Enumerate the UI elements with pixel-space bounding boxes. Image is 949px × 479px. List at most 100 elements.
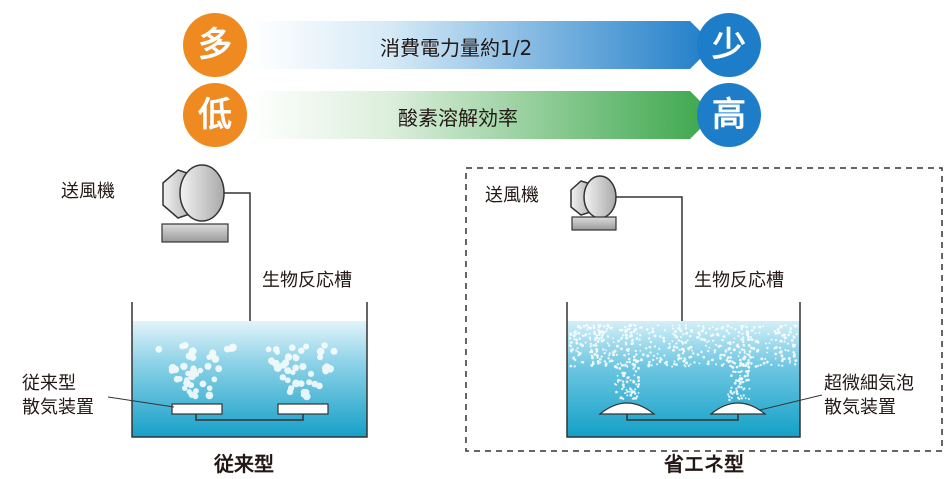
fine-bubble [747, 369, 751, 373]
oxygen-efficiency-label: 酸素溶解効率 [398, 106, 518, 130]
fine-bubble [658, 360, 662, 364]
fine-bubble [683, 349, 686, 352]
fine-bubble [731, 392, 734, 395]
bubble [269, 359, 275, 365]
fine-bubble [627, 357, 631, 361]
conventional-system [107, 164, 368, 438]
fine-bubble [696, 353, 700, 356]
fine-bubble [620, 328, 624, 332]
fine-bubble [589, 338, 592, 341]
fine-bubble [719, 354, 721, 357]
fine-bubble [616, 380, 619, 383]
fine-bubble [781, 357, 785, 361]
fine-bubble [698, 336, 701, 339]
bubble [290, 369, 296, 375]
fine-bubble [754, 332, 757, 334]
fine-bubble [737, 335, 740, 338]
fine-bubble [739, 374, 742, 377]
fine-bubble [647, 363, 651, 367]
fine-bubble [737, 379, 741, 383]
fine-bubble [672, 332, 675, 335]
conventional-blower-label: 送風機 [61, 181, 115, 202]
fine-bubble [766, 346, 769, 350]
fine-bubble [730, 374, 733, 377]
fine-bubble [684, 341, 688, 344]
fine-bubble [635, 359, 638, 362]
fine-bubble [779, 325, 782, 329]
fine-bubble [679, 329, 683, 333]
fine-bubble [619, 396, 623, 399]
bubble [292, 364, 300, 372]
fine-bubble [713, 349, 717, 352]
fine-bubble [795, 333, 798, 336]
bubble [265, 346, 272, 353]
fine-bubble [744, 397, 747, 400]
fine-bubble [602, 331, 605, 335]
fine-bubble [733, 362, 737, 365]
fine-bubble [673, 360, 676, 363]
high-efficiency-badge: 高 [697, 83, 761, 147]
fine-bubble [760, 357, 764, 361]
fine-bubble [740, 377, 744, 381]
bubble [303, 389, 310, 396]
fine-bubble [648, 360, 651, 364]
fine-bubble [747, 365, 751, 369]
bubble [323, 363, 331, 371]
fine-bubble [721, 338, 724, 342]
fine-bubble [606, 335, 610, 338]
fine-bubble [619, 362, 622, 365]
fine-bubble [750, 336, 752, 339]
fine-bubble [602, 339, 605, 342]
fine-bubble [774, 331, 778, 335]
fine-bubble [758, 325, 762, 329]
fine-bubble [740, 397, 744, 400]
fine-bubble [766, 360, 769, 364]
bubble [330, 347, 338, 355]
energy-saving-frame [465, 167, 943, 452]
fine-bubble [639, 358, 643, 362]
fine-bubble [641, 353, 645, 356]
fine-bubble [597, 328, 600, 331]
fine-bubble [621, 387, 624, 391]
fine-bubble [569, 333, 573, 336]
fine-bubble [613, 341, 615, 344]
fine-bubble [629, 379, 632, 382]
bubble [279, 374, 286, 381]
fine-bubble [634, 370, 638, 373]
bubble [199, 380, 207, 388]
fine-bubble [748, 361, 751, 364]
fine-bubble [765, 342, 768, 345]
fine-bubble [745, 378, 749, 382]
fine-bubble [737, 355, 740, 358]
fine-bubble [726, 359, 729, 362]
fine-bubble [626, 391, 628, 393]
fine-bubble [742, 340, 745, 344]
fine-bubble [620, 337, 623, 340]
fine-bubble [593, 332, 597, 335]
fine-bubble [603, 352, 606, 355]
fine-bubble [673, 345, 676, 349]
fine-bubble [570, 348, 573, 352]
fine-bubble [685, 361, 689, 365]
fine-bubble [729, 389, 732, 393]
bubble [289, 344, 296, 352]
fine-bubble [668, 342, 671, 345]
fine-bubble [719, 356, 722, 360]
fine-bubble [758, 331, 761, 334]
fine-bubble [626, 328, 629, 331]
fine-bubble [589, 326, 592, 330]
fine-bubble [689, 363, 692, 366]
fine-bubble [634, 328, 638, 331]
fine-bubble [583, 324, 586, 328]
power-consumption-label: 消費電力量約1/2 [380, 36, 533, 60]
fine-bubble [731, 366, 735, 369]
fine-bubble [581, 361, 585, 364]
fine-bubble [704, 344, 707, 347]
fine-bubble [623, 354, 626, 357]
fine-bubble [624, 341, 628, 344]
fine-bubble [739, 361, 742, 365]
fine-bubble [595, 334, 599, 337]
fine-bubble [701, 325, 705, 328]
fine-bubble [687, 364, 690, 367]
fine-bubble [569, 341, 572, 344]
